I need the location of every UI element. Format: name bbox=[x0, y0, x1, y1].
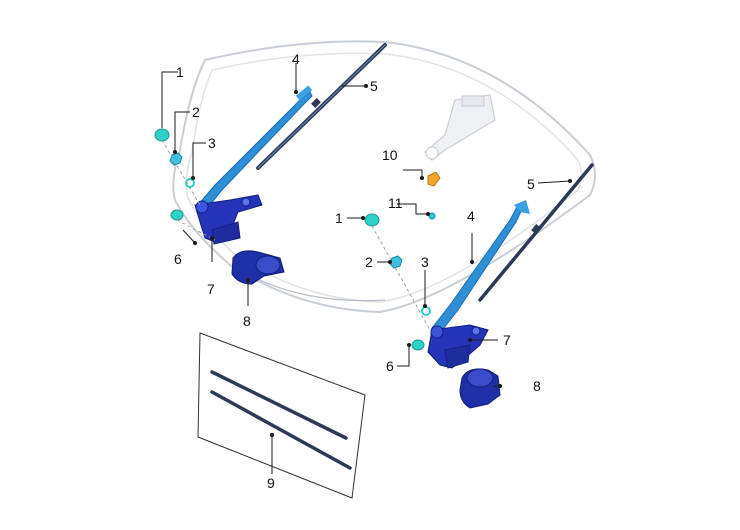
assembly-lines bbox=[161, 139, 431, 331]
callout-5-left: 5 bbox=[370, 78, 378, 94]
callout-10: 10 bbox=[382, 147, 398, 163]
wiper-motor-left bbox=[231, 250, 285, 285]
mirror-mount bbox=[424, 94, 496, 161]
wiper-blade-right bbox=[478, 163, 594, 302]
callout-labels: 1 2 3 4 5 6 7 8 10 11 1 2 3 4 5 6 7 8 9 bbox=[174, 51, 541, 491]
callout-8-right: 8 bbox=[533, 378, 541, 394]
washer-nozzle bbox=[427, 171, 441, 220]
callout-5-right: 5 bbox=[527, 176, 535, 192]
wiper-motor-right bbox=[459, 368, 501, 409]
callout-1-right: 1 bbox=[335, 210, 343, 226]
callout-4-right: 4 bbox=[467, 208, 475, 224]
callout-6-right: 6 bbox=[386, 358, 394, 374]
wiper-arm-right bbox=[431, 200, 530, 334]
callout-8-left: 8 bbox=[243, 313, 251, 329]
callout-11: 11 bbox=[388, 195, 403, 211]
callout-7-left: 7 bbox=[207, 281, 215, 297]
wiper-linkage-left bbox=[194, 194, 263, 245]
wiper-linkage-right bbox=[427, 324, 489, 369]
callout-9: 9 bbox=[267, 475, 275, 491]
callout-1-left: 1 bbox=[176, 64, 184, 80]
callout-7-right: 7 bbox=[503, 332, 511, 348]
callout-6-left: 6 bbox=[174, 251, 182, 267]
callout-4-left: 4 bbox=[292, 51, 300, 67]
wiper-blade-left bbox=[256, 43, 387, 170]
callout-3-right: 3 bbox=[421, 254, 429, 270]
leader-dots bbox=[173, 84, 572, 437]
callout-3-left: 3 bbox=[208, 135, 216, 151]
leader-lines bbox=[161, 63, 571, 474]
callout-2-left: 2 bbox=[192, 104, 200, 120]
callout-2-right: 2 bbox=[365, 254, 373, 270]
blade-set-panel bbox=[197, 332, 366, 499]
caps-and-nuts bbox=[154, 128, 431, 351]
